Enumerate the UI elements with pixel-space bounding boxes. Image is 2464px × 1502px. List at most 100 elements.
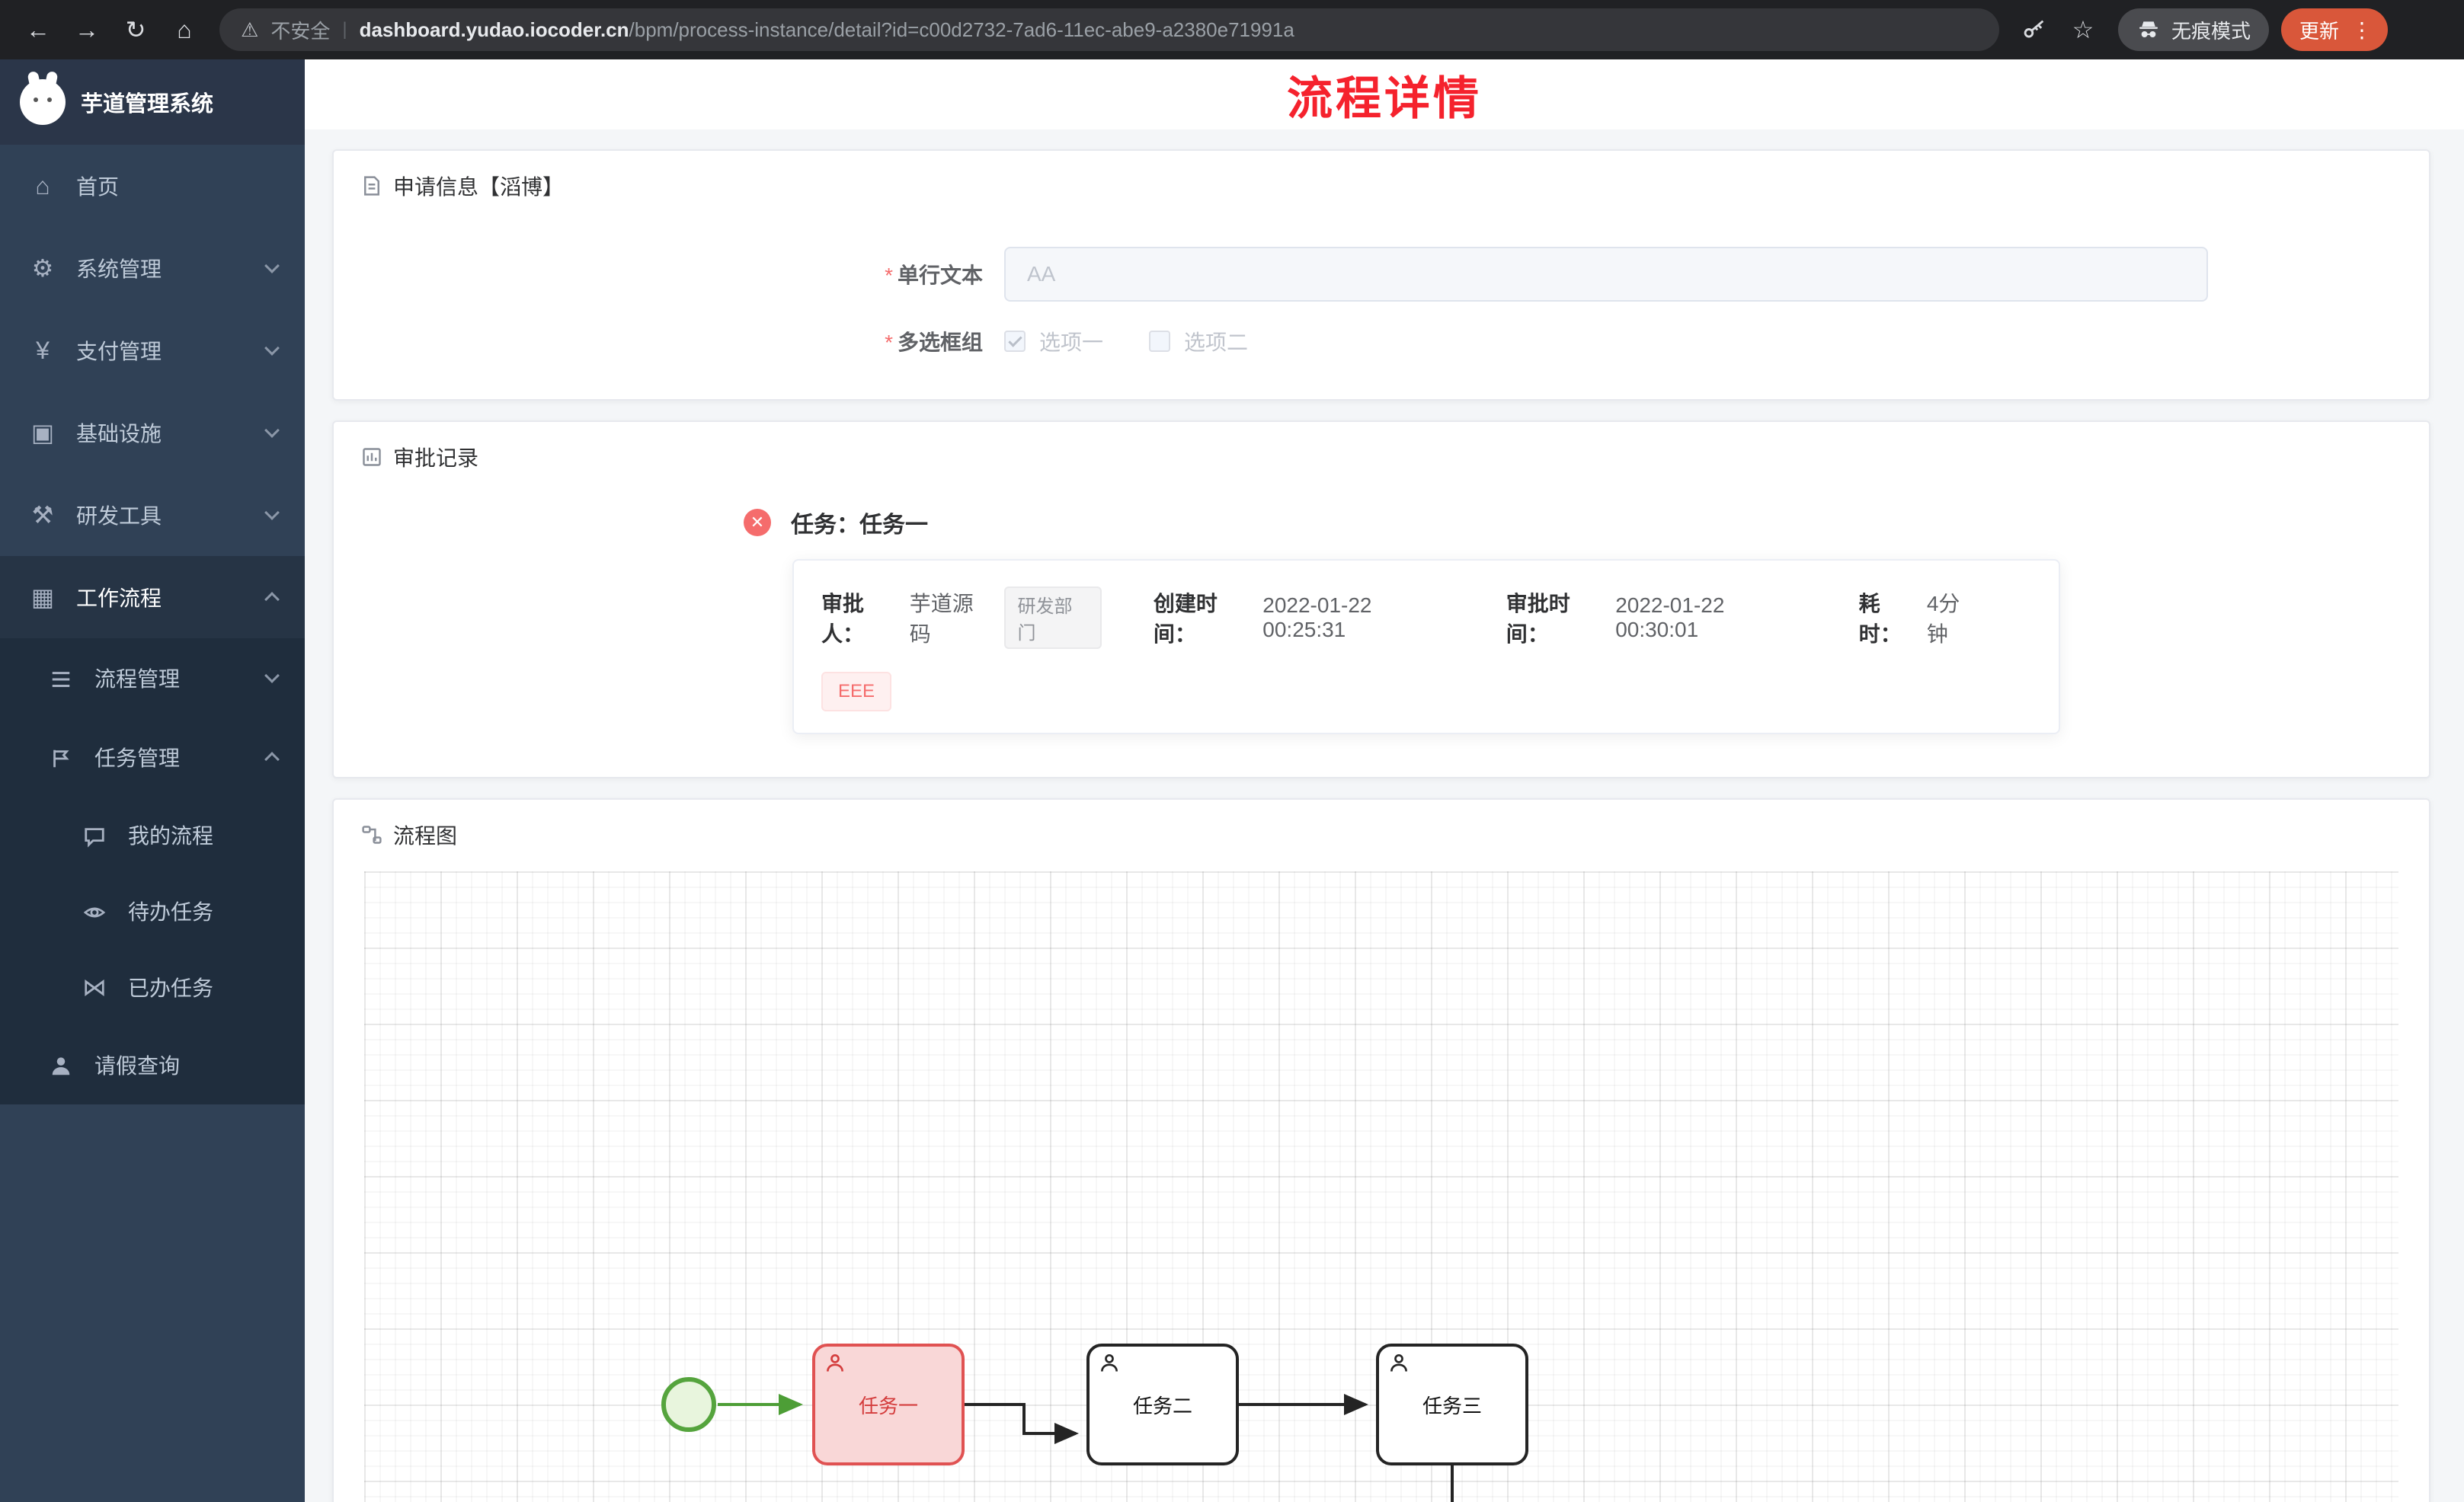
rejected-x-icon: ✕ (744, 509, 771, 536)
text-field-row: *单行文本 AA (364, 247, 2398, 302)
user-icon (46, 1051, 76, 1079)
text-field-label: *单行文本 (885, 264, 983, 287)
task-node-2[interactable]: 任务二 (1086, 1344, 1239, 1465)
user-task-icon (824, 1353, 846, 1379)
home-button[interactable]: ⌂ (177, 15, 192, 43)
checkbox-field-row: *多选框组 选项一 选项二 (364, 326, 2398, 356)
url-text: dashboard.yudao.iocoder.cn/bpm/process-i… (360, 18, 1294, 42)
chevron-down-icon (264, 258, 280, 273)
chevron-down-icon (264, 423, 280, 438)
not-secure-icon: ⚠ (241, 18, 259, 41)
incognito-label: 无痕模式 (2171, 19, 2251, 43)
checkbox-checked-icon[interactable] (1004, 331, 1026, 352)
approval-detail-card: 审批人： 芋道源码 研发部门 创建时间： 2022-01-22 00:25:31… (792, 559, 2060, 734)
task-title: 任务：任务一 (791, 513, 928, 538)
timeline-task-head: ✕ 任务：任务一 (744, 506, 2398, 539)
diagram-icon (362, 826, 382, 844)
approval-record-card: 审批记录 ✕ 任务：任务一 审批人： 芋道源码 研发部门 (332, 420, 2430, 778)
workflow-submenu: 流程管理 任务管理 我的流程 (0, 638, 305, 1104)
sidebar: 芋道管理系统 ⌂ 首页 ⚙ 系统管理 ¥ 支付管理 ▣ 基础设施 (0, 59, 305, 1502)
approver-name: 芋道源码 (909, 592, 974, 646)
sidebar-item-payment[interactable]: ¥ 支付管理 (0, 309, 305, 391)
sidebar-item-leave-query[interactable]: 请假查询 (0, 1025, 305, 1104)
sidebar-item-system[interactable]: ⚙ 系统管理 (0, 227, 305, 309)
process-list-icon (46, 664, 76, 692)
process-diagram-card: 流程图 (332, 798, 2430, 1502)
dept-tag: 研发部门 (1003, 586, 1102, 649)
sidebar-item-workflow[interactable]: ▦ 工作流程 (0, 556, 305, 638)
sequence-flows (718, 1394, 1454, 1502)
sidebar-item-task-management[interactable]: 任务管理 (0, 717, 305, 797)
chevron-down-icon (264, 340, 280, 356)
chevron-up-icon (264, 752, 280, 767)
url-domain: dashboard.yudao.iocoder.cn (359, 18, 629, 41)
incognito-badge: 无痕模式 (2118, 8, 2270, 51)
duration-value: 4分钟 (1926, 592, 1960, 646)
gear-icon: ⚙ (31, 254, 54, 282)
logo-rabbit-icon (20, 70, 66, 125)
update-label: 更新 (2299, 19, 2340, 43)
record-chart-icon (363, 448, 381, 466)
process-diagram-header: 流程图 (334, 800, 2429, 865)
created-time-group: 创建时间： 2022-01-22 00:25:31 (1154, 587, 1454, 648)
browser-update-button[interactable]: 更新 ⋮ (2281, 8, 2389, 51)
bpmn-canvas[interactable]: 任务一 任务二 任务三 (364, 871, 2398, 1502)
checkbox-unchecked-icon[interactable] (1149, 331, 1171, 352)
start-event-node[interactable] (661, 1377, 716, 1432)
yen-icon: ¥ (36, 336, 50, 364)
document-icon (364, 176, 379, 196)
user-task-icon (1099, 1353, 1120, 1379)
task-node-3[interactable]: 任务三 (1376, 1344, 1528, 1465)
task-node-1[interactable]: 任务一 (812, 1344, 965, 1465)
reload-button[interactable]: ↻ (125, 16, 146, 43)
sidebar-item-process-management[interactable]: 流程管理 (0, 638, 305, 717)
approved-time: 2022-01-22 00:30:01 (1615, 593, 1725, 641)
url-path: /bpm/process-instance/detail?id=c00d2732… (629, 18, 1294, 41)
eye-icon (79, 897, 110, 925)
bookmark-star-icon[interactable]: ☆ (2072, 16, 2094, 43)
sidebar-item-my-process[interactable]: 我的流程 (0, 797, 305, 873)
forward-button[interactable]: → (75, 15, 99, 43)
sidebar-item-devtools[interactable]: ⚒ 研发工具 (0, 474, 305, 556)
checkbox-option-1[interactable]: 选项一 (1004, 326, 1103, 356)
sidebar-item-infrastructure[interactable]: ▣ 基础设施 (0, 391, 305, 474)
sidebar-item-done-tasks[interactable]: ⋈ 已办任务 (0, 949, 305, 1025)
chat-bubble-icon (79, 821, 110, 849)
home-icon: ⌂ (35, 171, 50, 200)
duration-group: 耗时： 4分钟 (1859, 587, 1979, 648)
required-asterisk: * (885, 264, 893, 287)
chevron-down-icon (264, 668, 280, 683)
checkbox-option-2[interactable]: 选项二 (1149, 326, 1248, 356)
workflow-icon: ▦ (30, 583, 55, 611)
approver-group: 审批人： 芋道源码 研发部门 (821, 586, 1102, 649)
apply-info-card: 申请信息【滔博】 *单行文本 AA *多选框组 (332, 149, 2430, 401)
chevron-up-icon (264, 592, 280, 607)
checkbox-field-label: *多选框组 (885, 331, 983, 354)
page-title: 流程详情 (1287, 72, 1482, 124)
sidebar-item-home[interactable]: ⌂ 首页 (0, 145, 305, 227)
address-separator: | (342, 19, 347, 40)
user-task-icon (1388, 1353, 1410, 1379)
comment-tag: EEE (821, 672, 892, 711)
security-label: 不安全 (270, 19, 331, 43)
browser-menu-icon[interactable]: ⋮ (2351, 18, 2373, 42)
approval-record-header: 审批记录 (334, 422, 2429, 487)
single-line-text-input[interactable]: AA (1004, 247, 2208, 302)
browser-chrome: ← → ↻ ⌂ ⚠ 不安全 | dashboard.yudao.iocoder.… (0, 0, 2464, 59)
app-title: 芋道管理系统 (81, 92, 214, 117)
title-band: 流程详情 (305, 59, 2464, 129)
main-content: 流程详情 申请信息【滔博】 *单行文本 AA *多选框组 (305, 59, 2464, 1502)
app-logo: 芋道管理系统 (0, 59, 305, 145)
back-button[interactable]: ← (26, 15, 50, 43)
apply-info-header: 申请信息【滔博】 (334, 151, 2429, 216)
password-key-icon[interactable] (2011, 7, 2057, 53)
task-flag-icon (46, 743, 76, 772)
tools-icon: ⚒ (31, 501, 54, 529)
input-value: AA (1027, 262, 1056, 286)
incognito-icon (2139, 21, 2158, 37)
sidebar-item-todo-tasks[interactable]: 待办任务 (0, 873, 305, 949)
infrastructure-icon: ▣ (30, 419, 55, 446)
done-tasks-icon: ⋈ (82, 973, 107, 1001)
created-time: 2022-01-22 00:25:31 (1262, 593, 1372, 641)
address-bar[interactable]: ⚠ 不安全 | dashboard.yudao.iocoder.cn/bpm/p… (219, 8, 1999, 51)
